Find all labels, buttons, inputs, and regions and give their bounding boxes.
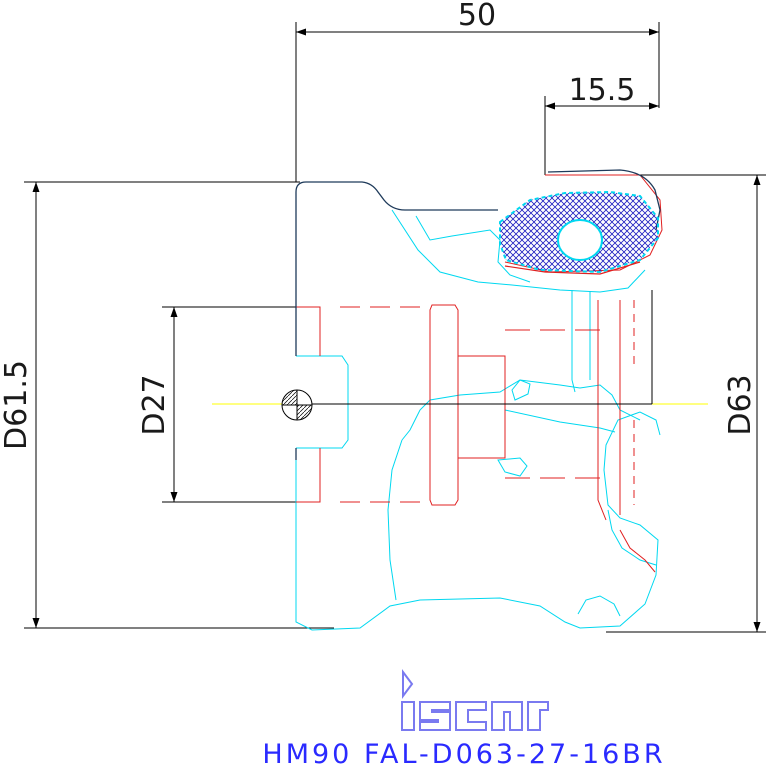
red-bore-top-left [296,306,321,356]
red-inner-dashed [505,329,600,479]
red-lower-insert [619,529,656,573]
cyan-wedge-line [504,409,616,433]
dimension-insert-offset: 15.5 [544,73,659,175]
cyan-inner-curve [387,439,403,601]
insert-screw-hole [557,219,603,261]
dimension-cutting-diameter: D63 [606,174,766,633]
dimension-label-50: 50 [458,0,496,33]
insert-pocket-outline [547,169,661,231]
dimension-label-d61-5: D61.5 [0,360,34,450]
cyan-screw-head [511,379,531,401]
red-bore-dashed [340,306,420,503]
body-top-edge [295,181,498,356]
dimension-body-diameter: D61.5 [0,181,334,629]
insert-edge-red [504,261,641,275]
cyan-small-pocket [497,457,528,477]
iscar-logo [401,669,549,731]
cyan-tool-profile [295,209,661,631]
cyan-relief-arc [577,595,621,617]
cyan-clamp-lines [571,290,591,393]
cyan-pocket-detail [415,215,531,283]
cyan-chip-pocket [391,209,646,293]
dimension-label-d27: D27 [137,374,172,435]
dimension-overall-length: 50 [295,0,660,182]
red-counterbore [458,355,506,459]
cyan-outline-lower [295,411,661,631]
red-key-slot [429,304,459,506]
red-right-walls [597,300,621,521]
shaft-section-symbol [281,389,313,421]
red-insert-outline [504,174,663,273]
cyan-lower-insert [607,509,657,566]
red-bore-bottom-left [296,448,321,503]
cyan-bore-step [296,355,349,449]
red-internal-profile [296,174,663,573]
cutting-insert [499,190,659,275]
dimension-bore-diameter: D27 [137,306,320,503]
dimension-label-15-5: 15.5 [569,73,636,108]
tool-body-outline [295,169,661,460]
dimension-label-d63: D63 [723,374,758,435]
cyan-seat-line [401,379,641,441]
tool-designation: HM90 FAL-D063-27-16BR [262,739,665,767]
body-right-edge [630,290,653,405]
